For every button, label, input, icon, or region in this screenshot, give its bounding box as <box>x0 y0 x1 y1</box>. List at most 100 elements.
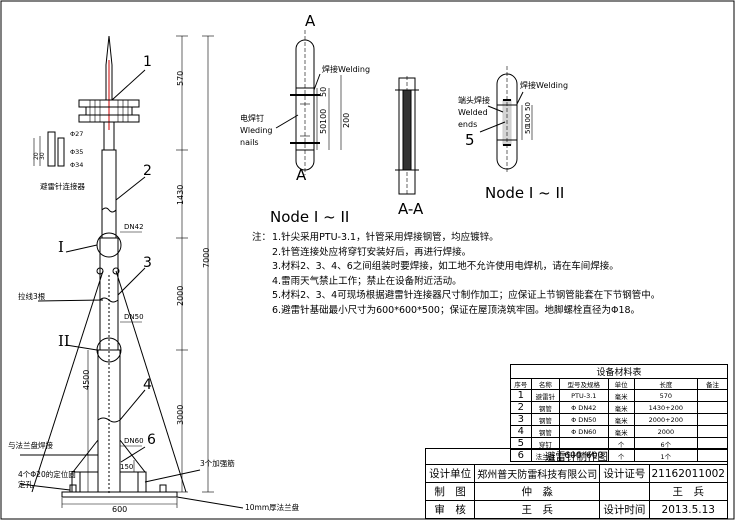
pipe-label-dn60: DN60 <box>124 437 144 445</box>
dim-2000: 2000 <box>176 285 185 306</box>
bom-cell: 毫米 <box>607 389 635 402</box>
dim-1430: 1430 <box>176 184 185 205</box>
dim-4500: 4500 <box>82 369 91 390</box>
bom-cell: 4 <box>510 425 532 438</box>
note-line-6: 6.避雷针基础最小尺寸为600*600*500；保证在屋顶浇筑牢固。地脚螺栓直径… <box>252 304 660 319</box>
part-number-1: 1 <box>143 54 152 70</box>
connector-label: 避雷针连接器 <box>40 182 85 191</box>
note-line-3: 3.材料2、3、4、6之间组装时要焊接，如工地不允许使用电焊机，请在车间焊接。 <box>252 260 660 275</box>
dim-600: 600 <box>112 505 128 514</box>
bom-cell: Φ DN60 <box>559 425 609 438</box>
drawn-by: 仲 淼 <box>474 482 601 501</box>
bom-header: 型号及规格 <box>559 378 609 390</box>
aa-dim-100: 100 <box>319 108 328 124</box>
connector-dim-34: Φ34 <box>70 161 84 169</box>
connector-dim-35: Φ35 <box>70 148 84 156</box>
bom-row: 1 避雷针 PTU-3.1 毫米 570 <box>510 389 729 402</box>
date-label: 设计时间 <box>599 500 650 519</box>
bom-title: 设备材料表 <box>510 364 728 379</box>
bom-cell: 避雷针 <box>530 389 561 402</box>
drawn-label: 制 图 <box>424 482 476 501</box>
cert-no: 21162011002 <box>648 464 728 483</box>
connector-dim-27: Φ27 <box>70 130 84 138</box>
dim-570: 570 <box>176 70 185 86</box>
bom-cell: 毫米 <box>607 413 635 426</box>
bom-header: 备注 <box>696 378 729 390</box>
mast-drawing <box>19 35 244 509</box>
cert-label: 设计证号 <box>599 464 650 483</box>
notes-lead: 注： <box>252 232 272 243</box>
note-line-2: 2.针管连接处应将穿钉安装好后，再进行焊接。 <box>252 246 660 261</box>
note-text: 2.针管连接处应将穿钉安装好后，再进行焊接。 <box>272 246 472 258</box>
end-label-en1: Welded <box>458 108 488 117</box>
bom-cell: 2000+200 <box>633 413 698 426</box>
bom-row: 3 钢管 Φ DN50 毫米 2000+200 <box>510 413 729 426</box>
pipe-label-dn50: DN50 <box>124 313 144 321</box>
end-label-en2: ends <box>458 120 478 129</box>
drawing-title: 避雷针制作图 <box>425 448 728 465</box>
stiffener-label: 3个加强筋 <box>200 459 235 468</box>
bom-cell: 2000 <box>633 425 698 438</box>
end-label-cn: 端头焊接 <box>458 96 490 105</box>
end-dim-50b: 50 <box>524 102 532 111</box>
note-text: 1.针尖采用PTU-3.1，针管采用焊接钢管，均应镀锌。 <box>272 232 499 243</box>
note-text: 3.材料2、3、4、6之间组装时要焊接，如工地不允许使用电焊机，请在车间焊接。 <box>272 261 619 272</box>
note-line-4: 4.雷雨天气禁止工作；禁止在设备附近活动。 <box>252 275 660 290</box>
flange-weld-label: 与法兰盘焊接 <box>8 441 53 450</box>
aa-dim-50a: 50 <box>319 123 328 134</box>
node-mark-2: II <box>58 332 70 350</box>
node-caption-left: Node I ~ II <box>270 208 350 226</box>
end-dim-100: 100 <box>524 113 532 127</box>
bom-cell <box>696 389 729 402</box>
bom-header: 名称 <box>530 378 561 390</box>
dim-150: 150 <box>120 463 134 471</box>
part-number-4: 4 <box>143 377 152 393</box>
bom-cell: 毫米 <box>607 425 635 438</box>
anchor-bolt-label: 4个Φ20的定位固定孔 <box>18 470 76 489</box>
part-number-6: 6 <box>147 432 156 448</box>
notes-block: 注：1.针尖采用PTU-3.1，针管采用焊接钢管，均应镀锌。 2.针管连接处应将… <box>252 231 660 318</box>
design-unit-label: 设计单位 <box>424 464 476 483</box>
date: 2013.5.13 <box>648 500 728 519</box>
nail-label-en1: Wleding <box>240 126 273 135</box>
pipe-label-dn42: DN42 <box>124 223 144 231</box>
bom-cell: 毫米 <box>607 401 635 414</box>
aa-dim-50b: 50 <box>319 86 328 97</box>
end-weld-label: 焊接Welding <box>520 81 569 90</box>
dim-3000: 3000 <box>176 404 185 425</box>
bom-cell <box>696 413 729 426</box>
nail-label-en2: nails <box>240 138 259 147</box>
bom-cell: Φ DN50 <box>559 413 609 426</box>
bom-cell: Φ DN42 <box>559 401 609 414</box>
guy-wire-label: 拉线3根 <box>18 292 46 301</box>
bom-header: 长度 <box>633 378 698 390</box>
bom-row: 4 钢管 Φ DN60 毫米 2000 <box>510 425 729 438</box>
bom-cell <box>696 401 729 414</box>
part-number-5: 5 <box>465 131 475 149</box>
checked-by: 王 兵 <box>474 500 601 519</box>
bom-header-row: 序号 名称 型号及规格 单位 长度 备注 <box>510 378 729 390</box>
design-unit: 郑州普天防雷科技有限公司 <box>474 464 601 483</box>
note-line-5: 5.材料2、3、4可现场根据避雷针连接器尺寸制作加工；应保证上节钢管能套在下节钢… <box>252 289 660 304</box>
bom-cell: 钢管 <box>530 401 561 414</box>
part-number-2: 2 <box>143 163 152 179</box>
bom-header: 序号 <box>510 378 532 390</box>
nail-label-cn: 电焊钉 <box>240 114 264 123</box>
section-aa-drawing <box>275 30 533 196</box>
section-letter-bottom: A <box>296 166 307 184</box>
note-text: 5.材料2、3、4可现场根据避雷针连接器尺寸制作加工；应保证上节钢管能套在下节钢… <box>272 290 661 301</box>
section-letter-top: A <box>305 12 316 30</box>
bom-cell: 钢管 <box>530 425 561 438</box>
title-block: 避雷针制作图 设计单位 郑州普天防雷科技有限公司 设计证号 2116201100… <box>424 448 728 519</box>
bom-cell: 3 <box>510 413 532 426</box>
node-caption-right: Node I ~ II <box>485 184 565 202</box>
base-plate-label: 10mm厚法兰盘 <box>245 503 300 512</box>
bom-cell: 1430+200 <box>633 401 698 414</box>
note-text: 4.雷雨天气禁止工作；禁止在设备附近活动。 <box>272 275 462 287</box>
node-mark-1: I <box>58 238 64 256</box>
note-text: 6.避雷针基础最小尺寸为600*600*500；保证在屋顶浇筑牢固。地脚螺栓直径… <box>272 304 641 316</box>
weld-label: 焊接Welding <box>322 65 371 74</box>
check-label: 审 核 <box>424 500 476 519</box>
